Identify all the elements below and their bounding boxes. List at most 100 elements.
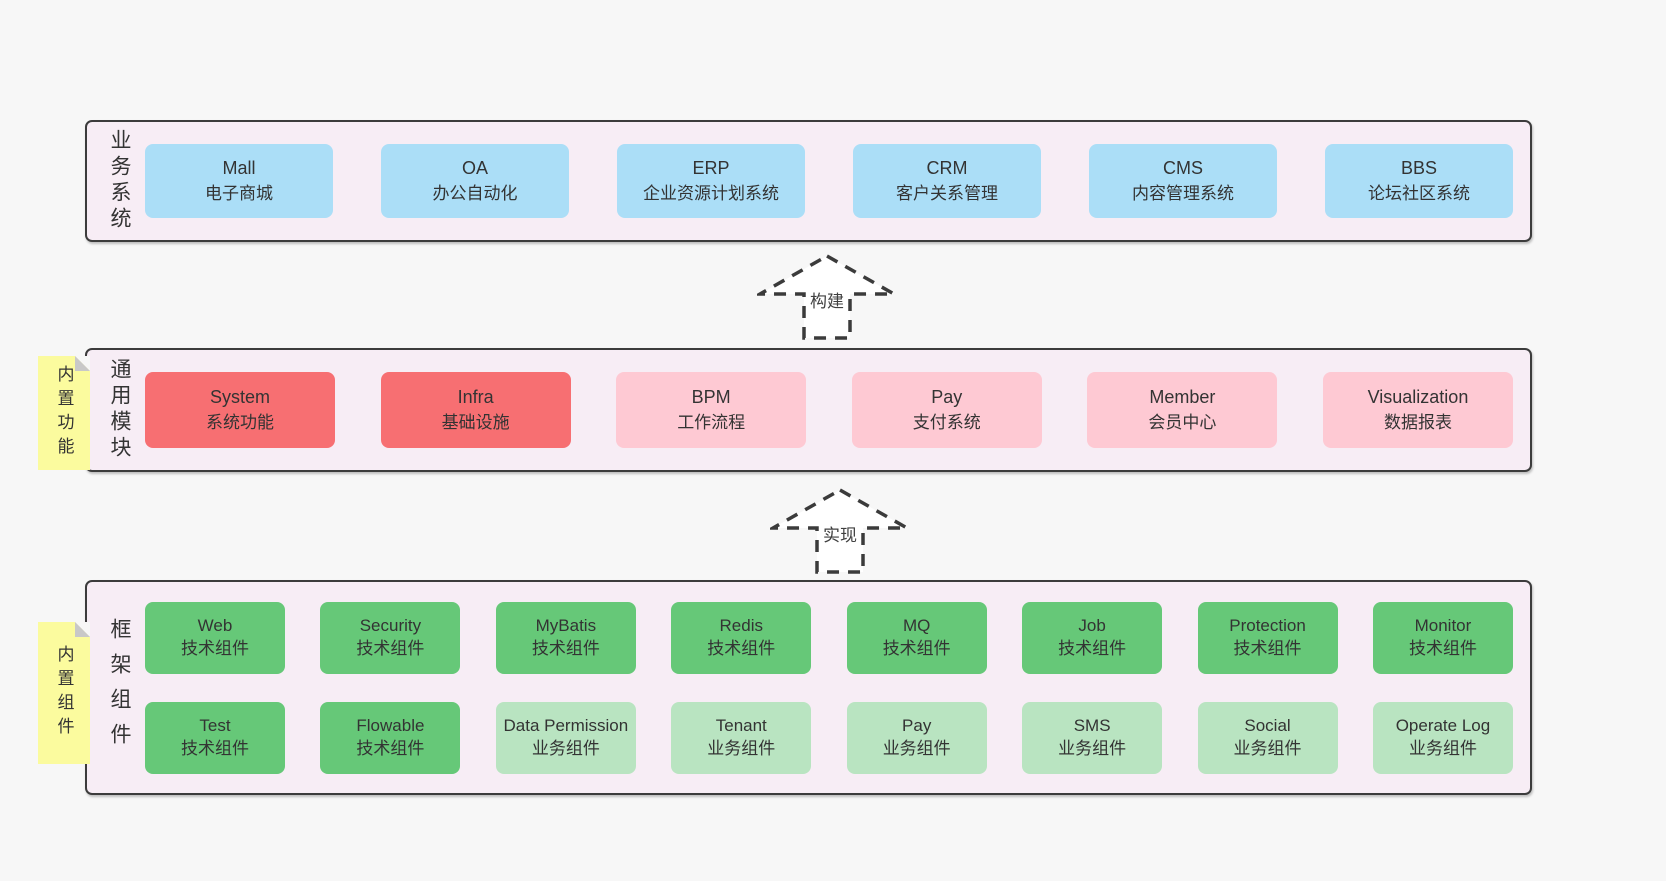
box-subtitle: 系统功能 — [206, 412, 274, 432]
module-boxes-row: System 系统功能 Infra 基础设施 BPM 工作流程 Pay 支付系统… — [145, 350, 1513, 470]
box-subtitle: 技术组件 — [181, 738, 249, 758]
box-subtitle: 技术组件 — [882, 638, 951, 658]
box-title: Data Permission — [503, 716, 629, 736]
box-cms: CMS 内容管理系统 — [1089, 144, 1277, 218]
box-title: ERP — [692, 158, 730, 179]
box-subtitle: 技术组件 — [1233, 638, 1302, 658]
box-sms: SMS 业务组件 — [1022, 701, 1163, 774]
box-title: MyBatis — [535, 616, 597, 636]
band-label-modules: 通用模块 — [108, 358, 131, 462]
box-title: Redis — [719, 616, 763, 636]
box-title: System — [209, 387, 270, 408]
box-subtitle: 论坛社区系统 — [1368, 183, 1470, 203]
box-title: Monitor — [1414, 616, 1472, 636]
box-subtitle: 业务组件 — [707, 738, 776, 758]
box-subtitle: 工作流程 — [677, 412, 746, 432]
box-subtitle: 内容管理系统 — [1132, 183, 1234, 203]
box-title: Social — [1244, 716, 1291, 736]
arrow-label-implement: 实现 — [820, 521, 860, 546]
box-subtitle: 技术组件 — [531, 638, 600, 658]
box-data-permission: Data Permission 业务组件 — [495, 701, 636, 774]
sticky-note-built-in-features: 内置功能 — [38, 356, 90, 470]
band-label-wrap: 业务系统 — [93, 122, 145, 240]
box-flowable: Flowable 技术组件 — [320, 701, 461, 774]
band-common-modules: 通用模块 System 系统功能 Infra 基础设施 BPM 工作流程 Pay… — [85, 348, 1532, 472]
box-subtitle: 电子商城 — [205, 183, 273, 203]
box-subtitle: 技术组件 — [356, 638, 425, 658]
box-title: Mall — [222, 158, 256, 179]
box-subtitle: 数据报表 — [1383, 412, 1452, 432]
box-title: BBS — [1400, 158, 1438, 179]
arrow-label-build: 构建 — [807, 287, 847, 312]
box-title: SMS — [1073, 716, 1111, 736]
box-visualization: Visualization 数据报表 — [1322, 372, 1513, 448]
box-mybatis: MyBatis 技术组件 — [495, 601, 636, 674]
box-protection: Protection 技术组件 — [1197, 601, 1338, 674]
band-framework-components: 框架组件 Web 技术组件 Security 技术组件 MyBatis 技术组件… — [85, 580, 1532, 795]
band-label-business: 业务系统 — [108, 129, 131, 233]
box-subtitle: 业务组件 — [882, 738, 951, 758]
box-pay-component: Pay 业务组件 — [846, 701, 987, 774]
box-social: Social 业务组件 — [1197, 701, 1338, 774]
box-subtitle: 技术组件 — [356, 738, 425, 758]
band-label-framework: 框架组件 — [108, 617, 131, 758]
band-business-systems: 业务系统 Mall 电子商城 OA 办公自动化 ERP 企业资源计划系统 CRM… — [85, 120, 1532, 242]
box-subtitle: 业务组件 — [1233, 738, 1302, 758]
box-tenant: Tenant 业务组件 — [671, 701, 812, 774]
box-subtitle: 企业资源计划系统 — [643, 183, 779, 203]
box-job: Job 技术组件 — [1022, 601, 1163, 674]
box-title: Security — [359, 616, 422, 636]
business-components-row: Test 技术组件 Flowable 技术组件 Data Permission … — [145, 701, 1513, 774]
business-boxes-row: Mall 电子商城 OA 办公自动化 ERP 企业资源计划系统 CRM 客户关系… — [145, 122, 1513, 240]
box-monitor: Monitor 技术组件 — [1372, 601, 1513, 674]
box-subtitle: 技术组件 — [707, 638, 776, 658]
box-infra: Infra 基础设施 — [380, 372, 571, 448]
box-title: Flowable — [356, 716, 425, 736]
box-title: Test — [199, 716, 231, 736]
box-title: Tenant — [715, 716, 767, 736]
box-mall: Mall 电子商城 — [145, 144, 333, 218]
box-subtitle: 会员中心 — [1148, 412, 1217, 432]
box-title: Protection — [1229, 616, 1306, 636]
sticky-note-label: 内置功能 — [54, 365, 74, 461]
framework-rows: Web 技术组件 Security 技术组件 MyBatis 技术组件 Redi… — [145, 582, 1513, 793]
box-system: System 系统功能 — [145, 372, 335, 448]
box-mq: MQ 技术组件 — [846, 601, 987, 674]
box-title: MQ — [902, 616, 931, 636]
box-title: Web — [197, 616, 233, 636]
dashed-up-arrow-build: 构建 — [757, 253, 897, 341]
sticky-note-built-in-components: 内置组件 — [38, 622, 90, 764]
box-security: Security 技术组件 — [320, 601, 461, 674]
box-oa: OA 办公自动化 — [381, 144, 569, 218]
box-title: Pay — [902, 716, 932, 736]
box-title: Member — [1149, 387, 1216, 408]
box-member: Member 会员中心 — [1087, 372, 1278, 448]
box-operate-log: Operate Log 业务组件 — [1372, 701, 1513, 774]
box-bpm: BPM 工作流程 — [616, 372, 807, 448]
box-web: Web 技术组件 — [145, 601, 285, 674]
tech-components-row: Web 技术组件 Security 技术组件 MyBatis 技术组件 Redi… — [145, 601, 1513, 674]
box-title: Operate Log — [1395, 716, 1491, 736]
box-subtitle: 技术组件 — [1058, 638, 1127, 658]
box-subtitle: 办公自动化 — [432, 183, 518, 203]
box-subtitle: 业务组件 — [1408, 738, 1477, 758]
box-title: OA — [461, 158, 488, 179]
sticky-note-label: 内置组件 — [54, 645, 74, 741]
box-test: Test 技术组件 — [145, 701, 285, 774]
box-pay: Pay 支付系统 — [851, 372, 1042, 448]
band-label-wrap: 通用模块 — [93, 350, 145, 470]
box-subtitle: 技术组件 — [181, 638, 249, 658]
box-subtitle: 业务组件 — [531, 738, 600, 758]
box-title: Job — [1078, 616, 1106, 636]
box-title: CMS — [1163, 158, 1203, 179]
box-subtitle: 技术组件 — [1408, 638, 1477, 658]
box-redis: Redis 技术组件 — [671, 601, 812, 674]
box-erp: ERP 企业资源计划系统 — [617, 144, 805, 218]
box-title: CRM — [926, 158, 968, 179]
box-bbs: BBS 论坛社区系统 — [1325, 144, 1513, 218]
box-title: Visualization — [1367, 387, 1469, 408]
box-subtitle: 支付系统 — [912, 412, 981, 432]
box-crm: CRM 客户关系管理 — [853, 144, 1041, 218]
box-title: Pay — [931, 387, 963, 408]
box-title: Infra — [457, 387, 494, 408]
